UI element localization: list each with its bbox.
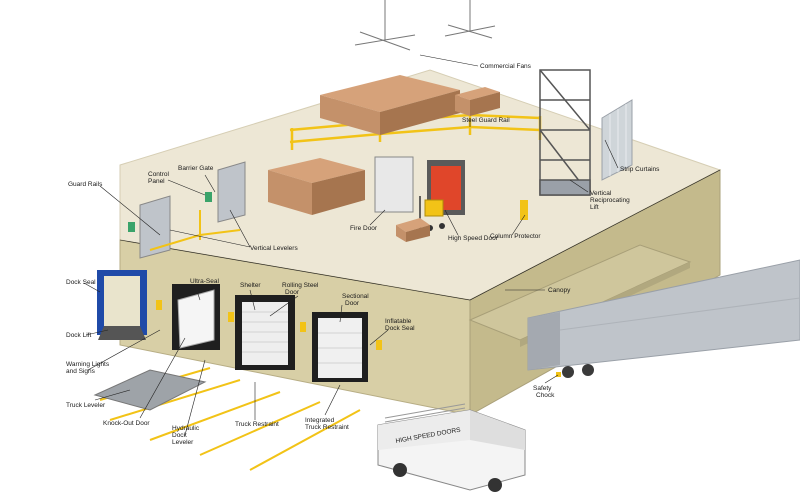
service-van: HIGH SPEED DOORS [377, 403, 526, 492]
commercial-fans-shape [354, 0, 496, 51]
leader-lines [83, 54, 619, 436]
label-barrier-gate: Barrier Gate [178, 165, 214, 172]
label-ultra-seal: Ultra-Seal [190, 278, 219, 285]
label-strip-curtains: Strip Curtains [620, 166, 660, 173]
label-column-protector: Column Protector [490, 233, 541, 240]
pallet-boxes-middle [268, 158, 365, 215]
label-vertical-levelers: Vertical Levelers [250, 245, 298, 252]
label-control-panel: Control Panel [148, 171, 171, 185]
label-steel-guard-rail: Steel Guard Rail [462, 117, 510, 124]
trailer [527, 259, 800, 378]
label-truck-restraint: Truck Restraint [235, 421, 279, 428]
label-canopy: Canopy [548, 287, 571, 294]
control-panel-shape [205, 192, 212, 202]
pallet-boxes-top [320, 75, 500, 135]
label-sectional-door: Sectional Door [342, 293, 371, 307]
labels: Commercial Fans Steel Guard Rail Strip C… [66, 63, 660, 446]
dock-doors [97, 270, 382, 382]
label-safety-chock: Safety Chock [533, 385, 555, 399]
label-fire-door: Fire Door [350, 225, 378, 232]
label-truck-leveler: Truck Leveler [66, 402, 106, 409]
label-hydraulic-dock-leveler: Hydraulic Dock Leveler [172, 425, 201, 446]
forklift [396, 196, 445, 242]
fire-door-shape [374, 156, 414, 213]
label-knock-out-door: Knock-Out Door [103, 420, 150, 427]
barrier-gate-shape [149, 210, 241, 251]
strip-curtains-shape [601, 99, 633, 181]
label-commercial-fans: Commercial Fans [480, 63, 532, 70]
vertical-reciprocating-lift-shape [539, 69, 591, 196]
label-vertical-reciprocating-lift: Vertical Reciprocating Lift [590, 190, 632, 211]
truck-leveler-shape [93, 369, 207, 411]
label-high-speed-door: High Speed Door [448, 235, 499, 242]
label-warning-lights-and-signs: Warning Lights and Signs [66, 361, 111, 375]
column-protector-shape [520, 200, 528, 220]
label-dock-lift: Dock Lift [66, 332, 91, 339]
label-guard-rails: Guard Rails [68, 181, 103, 188]
label-shelter: Shelter [240, 282, 261, 289]
vertical-levelers-shape [139, 161, 246, 259]
label-integrated-truck-restraint: Integrated Truck Restraint [305, 417, 349, 431]
label-rolling-steel-door: Rolling Steel Door [282, 282, 320, 296]
label-dock-seal: Dock Seal [66, 279, 96, 286]
safety-chock-shape [556, 372, 561, 377]
label-inflatable-dock-seal: Inflatable Dock Seal [385, 318, 415, 332]
